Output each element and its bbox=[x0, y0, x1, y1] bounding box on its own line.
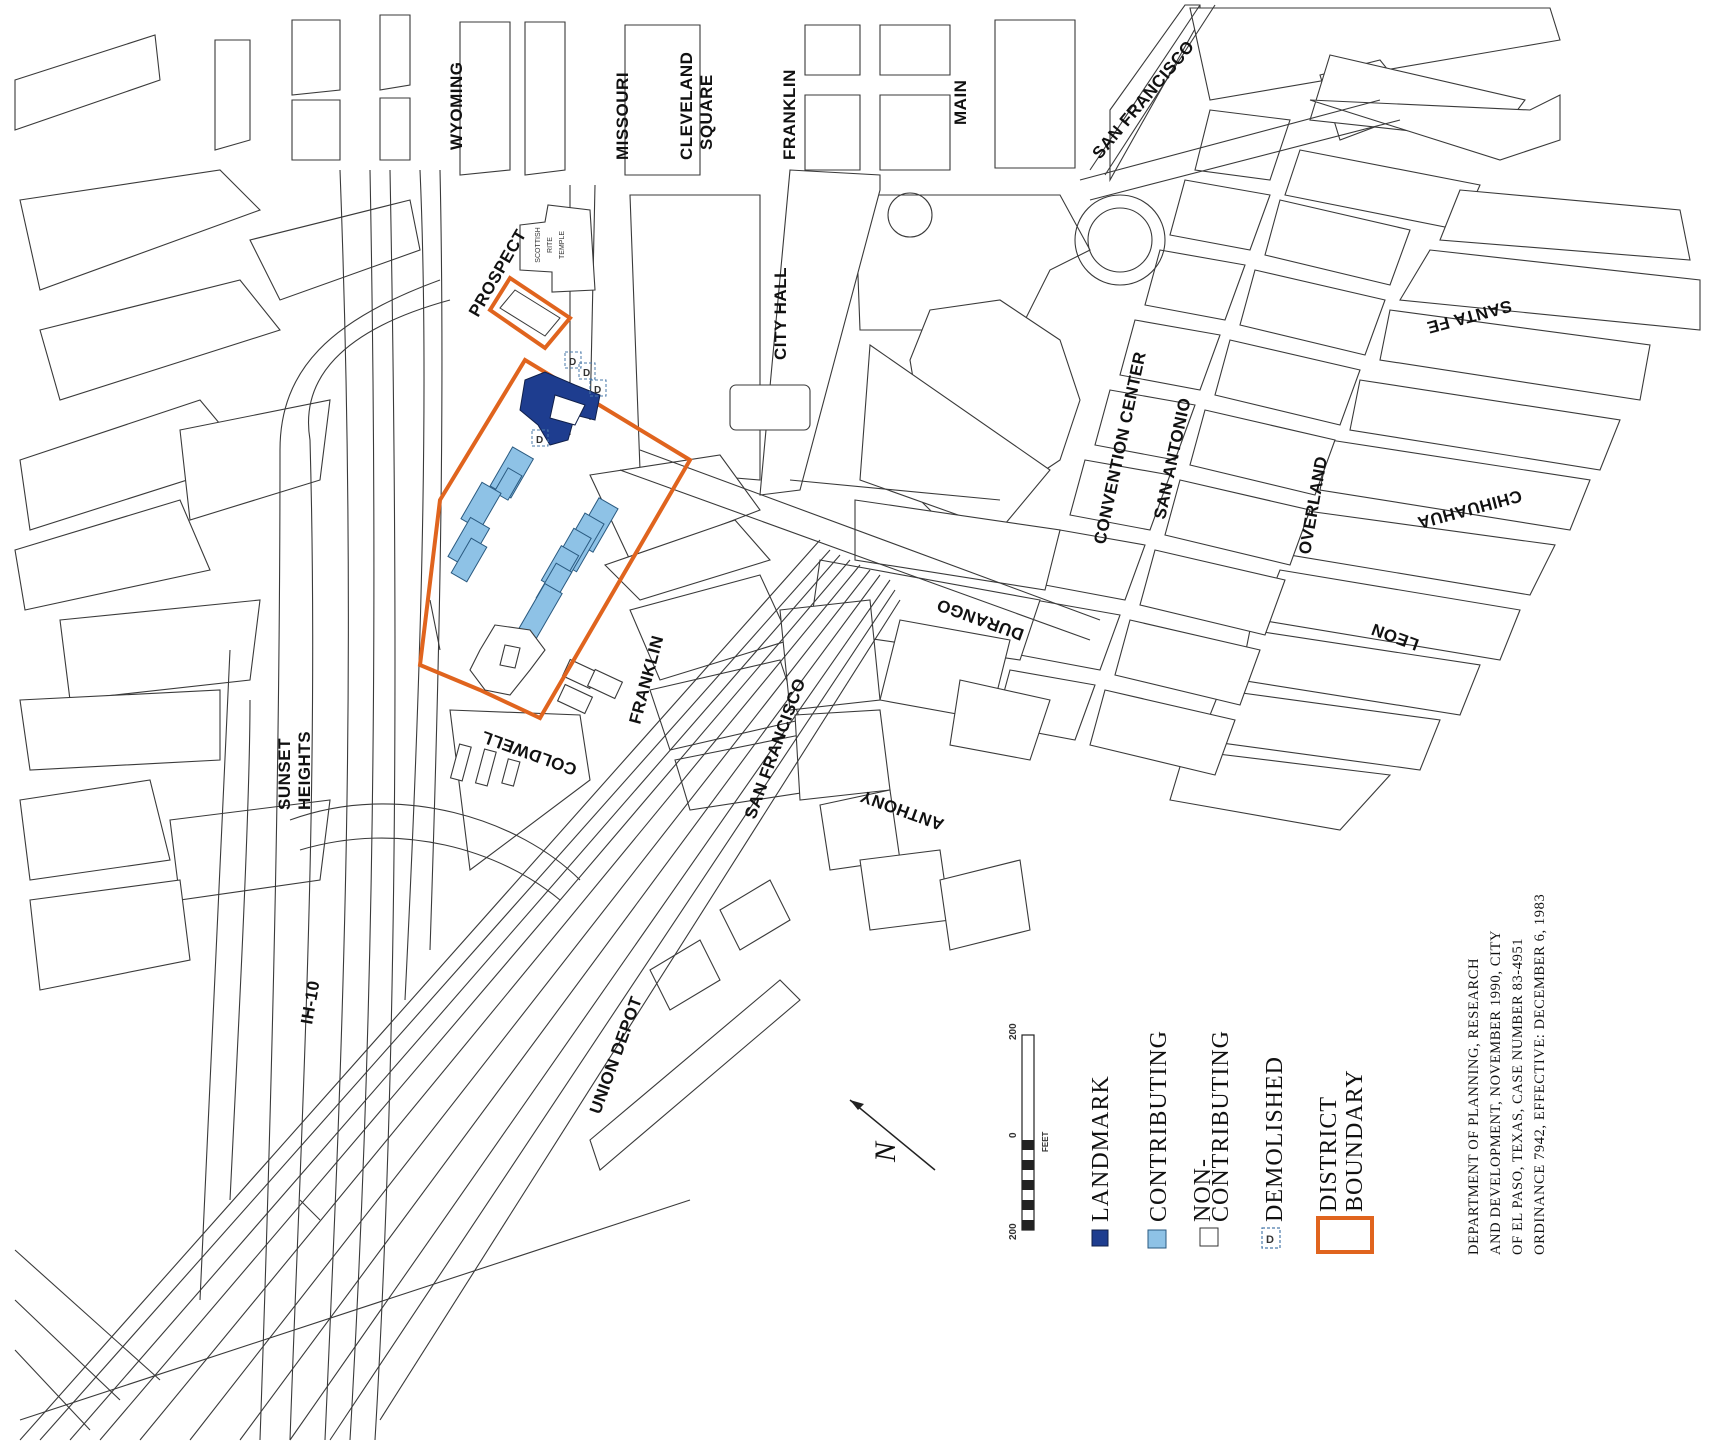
north-label: N bbox=[869, 1140, 902, 1163]
legend-label-boundary: BOUNDARY bbox=[1342, 1069, 1368, 1212]
legend-label-non: NON- bbox=[1190, 1158, 1216, 1222]
legend-label-contributing-2: CONTRIBUTING bbox=[1208, 1030, 1234, 1222]
legend-swatch-non-contributing bbox=[1199, 1227, 1219, 1247]
street-label-missouri: MISSOURI bbox=[613, 72, 632, 160]
street-label-franklin: FRANKLIN bbox=[780, 69, 799, 160]
base-map bbox=[14, 4, 1701, 1441]
demolished-marker: D bbox=[594, 385, 601, 396]
scottish-rite-temple: SCOTTISH RITE TEMPLE bbox=[519, 204, 596, 293]
scottish-rite-label: SCOTTISH bbox=[535, 227, 542, 262]
credit-block: DEPARTMENT OF PLANNING, RESEARCH AND DEV… bbox=[1466, 894, 1548, 1255]
legend-swatch-demolished bbox=[1261, 1227, 1281, 1249]
contributing-buildings bbox=[447, 446, 619, 642]
north-arrow: N bbox=[849, 1099, 936, 1171]
district-boundary-small bbox=[487, 275, 573, 351]
street-label-san-francisco: SAN FRANCISCO bbox=[1089, 37, 1199, 163]
legend-swatch-contributing bbox=[1147, 1229, 1167, 1249]
legend-swatch-district-boundary bbox=[1316, 1216, 1374, 1254]
demolished-marker: D bbox=[569, 357, 576, 368]
district-boundary-main bbox=[417, 357, 693, 721]
scale-label-left: 200 bbox=[1008, 1223, 1019, 1240]
street-label-main: MAIN bbox=[951, 80, 970, 125]
demolished-marker: D bbox=[583, 368, 590, 379]
scottish-rite-label: RITE bbox=[547, 237, 554, 253]
legend: LANDMARK CONTRIBUTING NON- CONTRIBUTING … bbox=[1088, 1030, 1374, 1254]
street-label-wyoming: WYOMING bbox=[447, 62, 466, 151]
neighborhood-label-heights: HEIGHTS bbox=[295, 731, 314, 810]
scale-label-zero: 0 bbox=[1008, 1132, 1019, 1138]
demolished-markers: D D D D bbox=[531, 351, 607, 447]
scale-label-right: 200 bbox=[1008, 1023, 1019, 1040]
credit-line-4: ORDINANCE 7942, EFFECTIVE: DECEMBER 6, 1… bbox=[1532, 894, 1548, 1255]
demolished-marker: D bbox=[536, 435, 543, 446]
landmark-building bbox=[519, 371, 601, 446]
legend-label-district: DISTRICT bbox=[1316, 1096, 1342, 1212]
legend-swatch-landmark bbox=[1091, 1229, 1109, 1247]
legend-demolished-marker: D bbox=[1266, 1234, 1274, 1246]
legend-label-contributing: CONTRIBUTING bbox=[1146, 1030, 1172, 1222]
legend-label-demolished: DEMOLISHED bbox=[1262, 1056, 1288, 1222]
credit-line-1: DEPARTMENT OF PLANNING, RESEARCH bbox=[1466, 958, 1482, 1255]
union-depot-label: UNION DEPOT bbox=[586, 994, 646, 1117]
neighborhood-label-sunset: SUNSET bbox=[275, 738, 294, 810]
credit-line-2: AND DEVELOPMENT, NOVEMBER 1990, CITY bbox=[1488, 930, 1504, 1255]
legend-label-landmark: LANDMARK bbox=[1088, 1075, 1114, 1222]
street-label-cleveland: CLEVELAND bbox=[677, 52, 696, 160]
non-contributing-buildings bbox=[469, 624, 546, 696]
highway-label-ih10: IH-10 bbox=[297, 979, 323, 1026]
street-label-square: SQUARE bbox=[697, 74, 716, 150]
scale-bar: 200 0 200 FEET bbox=[1008, 1023, 1050, 1240]
credit-line-3: OF EL PASO, TEXAS, CASE NUMBER 83-4951 bbox=[1510, 938, 1526, 1255]
scale-unit: FEET bbox=[1041, 1131, 1050, 1152]
city-hall-label: CITY HALL bbox=[771, 267, 790, 360]
scottish-rite-label: TEMPLE bbox=[559, 231, 566, 259]
